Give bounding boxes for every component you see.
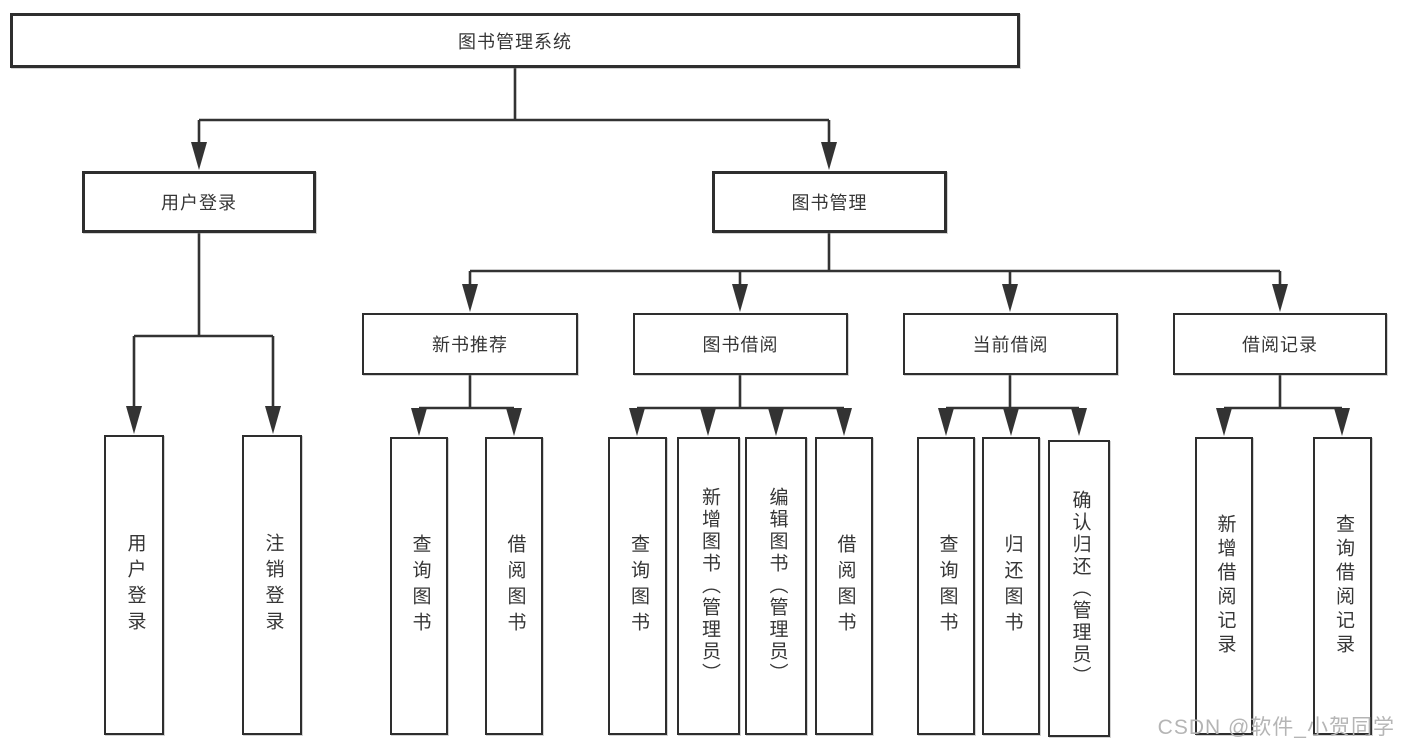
- leaf-br-query-record: 查询借阅记录: [1313, 437, 1372, 735]
- node-borrow-record: 借阅记录: [1173, 313, 1387, 375]
- leaf-rec-query-book: 查询图书: [390, 437, 448, 735]
- connector-borrow-record-to-leaves: [1216, 375, 1350, 436]
- leaf-bb-borrow-book: 借阅图书: [815, 437, 873, 735]
- leaf-user-login: 用户登录: [104, 435, 164, 735]
- connector-book-mgmt-to-level3: [462, 233, 1288, 312]
- node-user-login: 用户登录: [82, 171, 316, 233]
- leaf-br-add-record: 新增借阅记录: [1195, 437, 1253, 735]
- leaf-logout: 注销登录: [242, 435, 302, 735]
- node-current-borrow: 当前借阅: [903, 313, 1118, 375]
- connector-user-login-to-leaves: [126, 233, 281, 434]
- node-book-management: 图书管理: [712, 171, 947, 233]
- leaf-rec-borrow-book: 借阅图书: [485, 437, 543, 735]
- node-book-borrow: 图书借阅: [633, 313, 848, 375]
- leaf-cb-query-book: 查询图书: [917, 437, 975, 735]
- connector-current-borrow-to-leaves: [938, 375, 1087, 436]
- leaf-bb-query-book: 查询图书: [608, 437, 667, 735]
- leaf-bb-edit-book-admin: 编辑图书（管理员）: [745, 437, 807, 735]
- leaf-bb-add-book-admin: 新增图书（管理员）: [677, 437, 740, 735]
- node-new-book-recommend: 新书推荐: [362, 313, 578, 375]
- connector-new-book-rec-to-leaves: [411, 375, 522, 436]
- leaf-cb-confirm-return-admin: 确认归还（管理员）: [1048, 440, 1110, 737]
- csdn-watermark: CSDN @软件_小贺同学: [1157, 716, 1395, 739]
- connector-root-to-level2: [191, 68, 837, 170]
- leaf-cb-return-book: 归还图书: [982, 437, 1040, 735]
- node-root-system: 图书管理系统: [10, 13, 1020, 68]
- connector-book-borrow-to-leaves: [629, 375, 852, 436]
